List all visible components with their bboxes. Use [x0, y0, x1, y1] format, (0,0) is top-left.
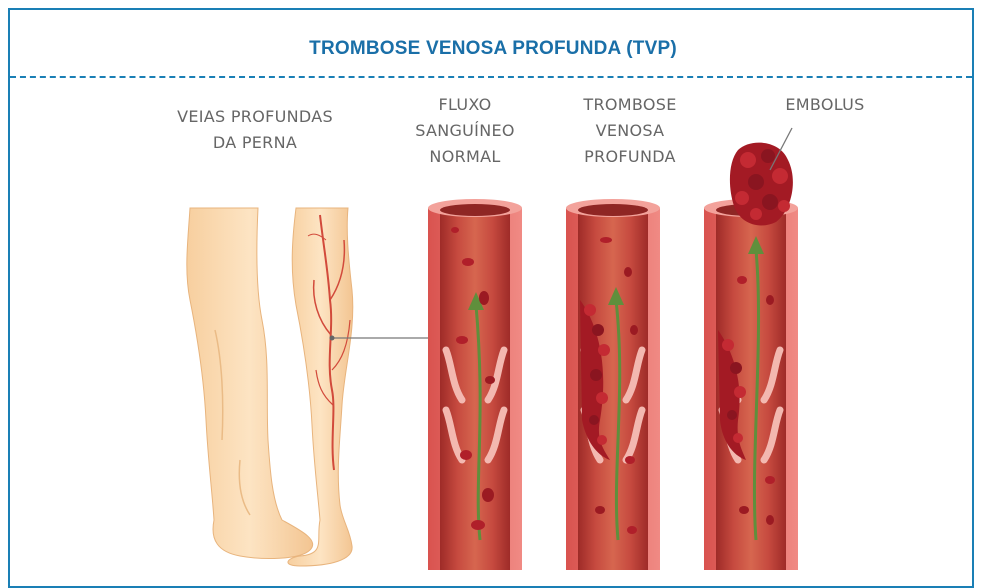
vein-normal-illustration — [428, 199, 522, 570]
illustration-canvas — [0, 0, 987, 570]
vein-embolus-illustration — [704, 199, 798, 570]
embolus-clot — [730, 128, 793, 225]
vein-thrombosis-illustration — [566, 199, 660, 570]
leg-back-illustration — [288, 208, 432, 566]
